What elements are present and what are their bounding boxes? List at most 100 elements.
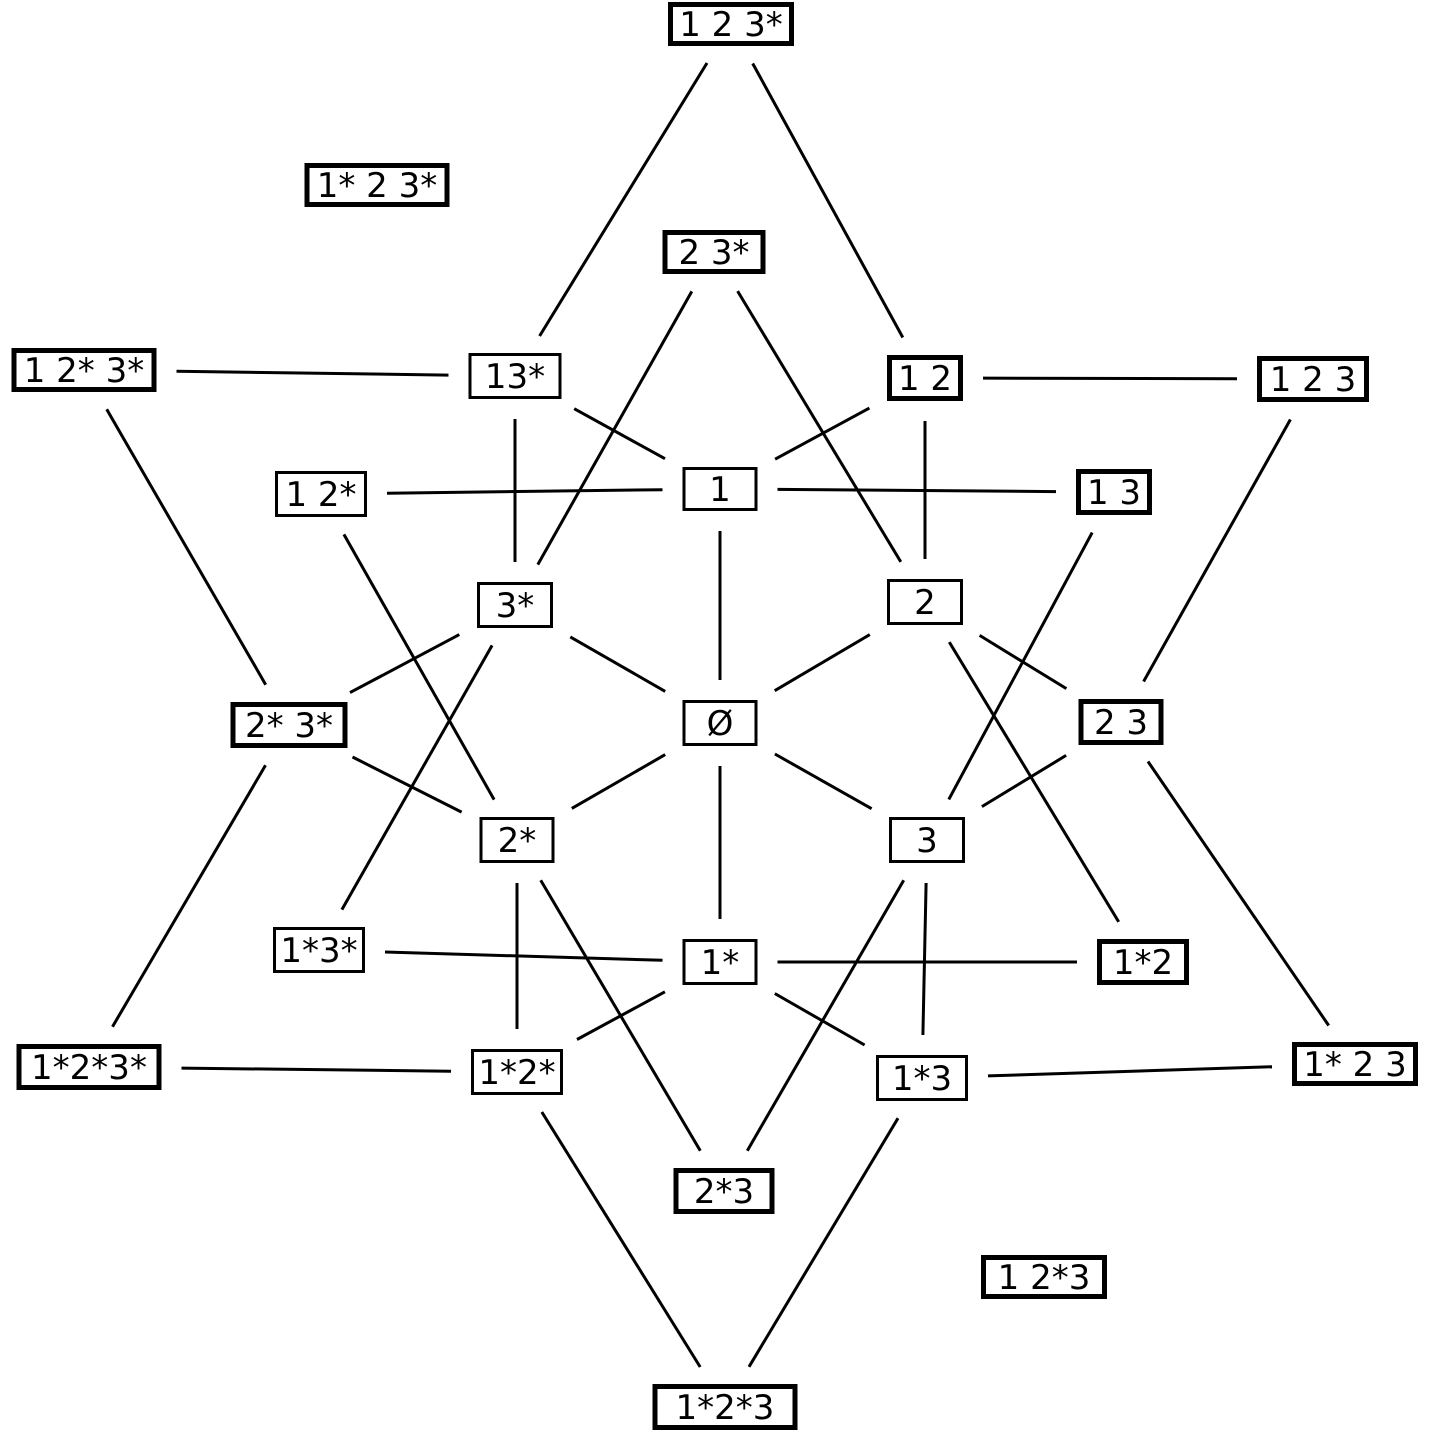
node-n23: 2 3 [1078, 699, 1164, 745]
node-box [668, 2, 794, 46]
edge-n2-n23 [978, 634, 1068, 690]
node-label: 2* [498, 821, 537, 861]
edge-n1s2s-n1s2s3 [540, 1111, 702, 1368]
nodes-layer: 1 2 3* 1* 2 3* 2 3* 1 2* 3* 13* 1 2 1 2 3 1 2* 1… [11, 2, 1418, 1430]
node-box [662, 230, 766, 274]
node-label: 1*2*3 [676, 1388, 775, 1428]
edge-n3-n2s3 [746, 879, 905, 1152]
node-n1s23: 1* 2 3 [1292, 1042, 1418, 1086]
node-box [981, 1255, 1107, 1299]
node-n123s: 1 2 3* [668, 2, 794, 46]
node-label: 1 2 [898, 359, 952, 399]
edge-n23s-n3s [536, 290, 694, 566]
node-n1s2s: 1*2* [471, 1049, 563, 1095]
edge-n1s2s3s-n1s2s [181, 1066, 452, 1073]
edge-n23-n3 [981, 754, 1067, 808]
node-n1s3: 1*3 [876, 1055, 968, 1101]
edge-n3s-nEmpty [569, 635, 666, 693]
edge-n3-n1s3 [921, 882, 928, 1036]
edge-n1-n13 [777, 487, 1057, 494]
node-box [1097, 939, 1189, 985]
node-box [1078, 699, 1164, 745]
node-n1s2s3s: 1*2*3* [16, 1044, 162, 1090]
node-box [1076, 469, 1152, 515]
node-n12s: 1 2* [275, 471, 367, 517]
node-nEmpty: Ø [682, 700, 758, 746]
edge-n2s-nEmpty [571, 753, 666, 810]
node-label: 1* 2 3* [317, 166, 438, 206]
edge-n12s3s-n2s3s [105, 408, 267, 686]
edge-n23-n1s23 [1146, 760, 1330, 1027]
node-label: 13* [485, 357, 545, 397]
edge-n123s-n13s [538, 62, 709, 337]
node-n2s3: 2*3 [673, 1168, 775, 1214]
node-n3s: 3* [477, 582, 553, 628]
node-box [477, 582, 553, 628]
node-n1s: 1* [682, 939, 758, 985]
node-box [471, 1049, 563, 1095]
node-box [273, 927, 365, 973]
edge-n12s-n1 [386, 488, 663, 495]
edge-n12s3s-n13s [176, 369, 449, 377]
node-box [479, 817, 555, 863]
node-n1s3s: 1*3* [273, 927, 365, 973]
node-label: 3 [916, 821, 938, 861]
node-label: 3* [496, 586, 535, 626]
edge-n2s-n2s3 [539, 879, 702, 1152]
edge-n1s3-n1s23 [987, 1065, 1273, 1078]
edge-n23s-n2 [736, 290, 903, 563]
node-box [275, 471, 367, 517]
node-box [230, 702, 348, 748]
node-n1s23s: 1* 2 3* [304, 163, 450, 207]
edge-n1s3s-n1s [384, 950, 663, 962]
node-label: 1 3 [1087, 473, 1141, 513]
node-label: 1 2* 3* [24, 351, 145, 391]
node-label: 1 2*3 [998, 1258, 1091, 1298]
node-n12: 1 2 [887, 355, 963, 401]
node-label: 1 2* [285, 475, 356, 515]
edge-n2-nEmpty [773, 633, 871, 692]
node-label: 2* 3* [245, 706, 333, 746]
node-label: 1 2 3* [679, 5, 783, 45]
node-box [1257, 356, 1369, 402]
edge-n13s-n1 [573, 407, 666, 461]
node-n1s2: 1*2 [1097, 939, 1189, 985]
node-box [887, 579, 963, 625]
node-label: 1*2* [478, 1053, 555, 1093]
node-n1s2s3: 1*2*3 [652, 1384, 798, 1430]
node-label: 2 3* [678, 233, 749, 273]
edge-n2s3s-n2s [351, 755, 463, 814]
edge-n2s3s-n1s2s3s [111, 764, 267, 1028]
node-n23s: 2 3* [662, 230, 766, 274]
node-box [16, 1044, 162, 1090]
edge-n123-n23 [1142, 418, 1292, 683]
edge-n13-n3 [947, 531, 1094, 801]
node-n2s3s: 2* 3* [230, 702, 348, 748]
node-label: 1*3 [892, 1059, 952, 1099]
node-label: 2 [914, 583, 936, 623]
node-box [468, 353, 562, 399]
node-box [682, 939, 758, 985]
node-n2s: 2* [479, 817, 555, 863]
node-box [889, 817, 965, 863]
edge-n2-n1s2 [948, 641, 1120, 923]
node-n2: 2 [887, 579, 963, 625]
edge-n1s-n1s3 [774, 992, 866, 1047]
node-box [1292, 1042, 1418, 1086]
node-label: Ø [707, 704, 734, 744]
node-n1: 1 [682, 467, 758, 511]
node-box [887, 355, 963, 401]
edge-n3-nEmpty [774, 752, 873, 811]
node-label: 1* 2 3 [1303, 1045, 1407, 1085]
node-label: 1*2 [1113, 943, 1173, 983]
node-box [682, 467, 758, 511]
edge-n123s-n12 [751, 62, 905, 339]
node-box [876, 1055, 968, 1101]
edge-n1s3-n1s2s3 [747, 1117, 900, 1368]
edges-layer [105, 62, 1330, 1368]
node-box [304, 163, 450, 207]
node-label: 2 3 [1094, 703, 1148, 743]
node-box [11, 348, 157, 392]
node-n12s3: 1 2*3 [981, 1255, 1107, 1299]
